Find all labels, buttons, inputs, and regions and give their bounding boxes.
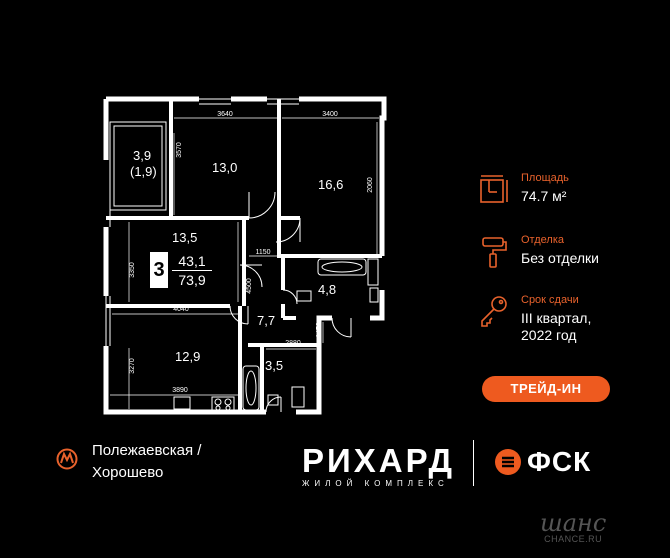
info-deadline: Срок сдачи III квартал, 2022 год <box>477 294 591 344</box>
dim-1150: 1150 <box>255 249 270 256</box>
finish-label: Отделка <box>521 234 564 246</box>
dim-3570: 3570 <box>176 142 183 158</box>
dim-3270: 3270 <box>129 358 136 374</box>
room-balcony-area: 3,9 <box>133 148 152 163</box>
deadline-label: Срок сдачи <box>521 294 579 306</box>
area-label: Площадь <box>521 172 569 184</box>
rooms-count-badge: 3 <box>150 252 168 288</box>
brand-subtitle: ЖИЛОЙ КОМПЛЕКС <box>302 479 449 488</box>
room-1-area: 13,0 <box>212 160 238 175</box>
dim-2060: 2060 <box>367 177 374 193</box>
area-plan-icon <box>480 175 508 203</box>
finish-value: Без отделки <box>521 250 600 266</box>
area-value: 74.7 м² <box>521 188 567 204</box>
watermark-logo: шанс <box>540 509 607 537</box>
kitchen-area: 12,9 <box>175 349 201 364</box>
room-2-area: 16,6 <box>318 177 344 192</box>
dim-2880: 2880 <box>285 340 301 347</box>
paint-roller-icon <box>482 237 507 268</box>
area-summary: 43,1 73,9 <box>172 252 212 289</box>
watermark: шанс CHANCE.RU <box>540 509 607 544</box>
logo-divider <box>473 440 474 486</box>
dim-4040: 4040 <box>173 306 189 313</box>
deadline-value-line2: 2022 год <box>521 327 577 343</box>
brand-logo: РИХАРД ЖИЛОЙ КОМПЛЕКС <box>302 442 456 488</box>
developer-logo: ФСК <box>494 446 591 478</box>
developer-name: ФСК <box>527 446 592 477</box>
info-area: Площадь 74.7 м² <box>477 172 569 208</box>
bathroom-2-area: 3,5 <box>265 358 284 373</box>
metro-icon <box>56 448 78 470</box>
metro-line1: Полежаевская / <box>92 442 202 459</box>
room-balcony-sub: (1,9) <box>130 164 157 179</box>
key-icon <box>481 296 507 327</box>
dim-3890: 3890 <box>172 387 188 394</box>
info-finish: Отделка Без отделки <box>477 234 599 270</box>
brand-name: РИХАРД <box>302 442 456 479</box>
living-area-value: 43,1 <box>172 252 212 271</box>
deadline-value-line1: III квартал, <box>521 310 592 326</box>
dim-3640: 3640 <box>217 111 233 118</box>
dim-3350: 3350 <box>129 262 136 278</box>
dim-3400: 3400 <box>322 111 338 118</box>
metro-station: Полежаевская / Хорошево <box>56 440 201 484</box>
total-area-value: 73,9 <box>178 272 206 288</box>
trade-in-button[interactable]: ТРЕЙД-ИН <box>482 376 610 402</box>
watermark-url: CHANCE.RU <box>544 534 603 544</box>
fsk-logo-icon <box>495 449 521 475</box>
dim-1470: 1470 <box>316 322 323 338</box>
hall-area: 7,7 <box>257 313 276 328</box>
living-room-area: 13,5 <box>172 230 198 245</box>
bathroom-1-area: 4,8 <box>318 282 337 297</box>
dim-4500: 4500 <box>246 278 253 294</box>
metro-line2: Хорошево <box>92 464 164 481</box>
